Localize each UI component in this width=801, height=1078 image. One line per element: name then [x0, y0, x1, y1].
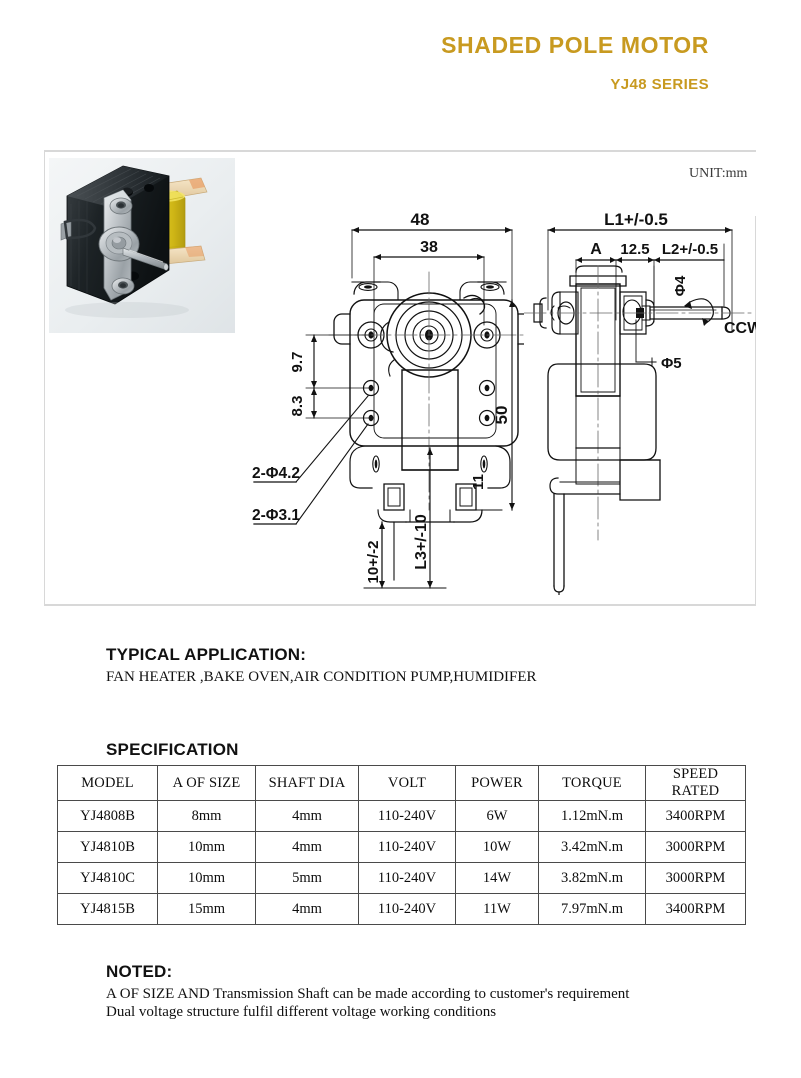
cell-model: YJ4810B [57, 831, 158, 863]
dim-coil-depth: 10+/-2 [365, 541, 382, 584]
table-row: YJ4810C 10mm 5mm 110-240V 14W 3.82mN.m 3… [57, 862, 746, 894]
table-row: YJ4808B 8mm 4mm 110-240V 6W 1.12mN.m 340… [57, 800, 746, 832]
cell-volt: 110-240V [358, 862, 456, 894]
dim-lead-length: L3+/-10 [413, 514, 430, 570]
dim-mid: 12.5 [620, 241, 649, 258]
column-header-torque: TORQUE [538, 765, 646, 801]
noted-line-1: A OF SIZE AND Transmission Shaft can be … [106, 986, 630, 1002]
technical-drawing-panel: UNIT:mm [44, 150, 756, 606]
typical-application-heading: TYPICAL APPLICATION: [106, 645, 307, 664]
page-header: SHADED POLE MOTOR YJ48 SERIES [0, 0, 801, 120]
cell-torque: 3.42mN.m [538, 831, 646, 863]
product-photo [49, 158, 235, 333]
column-header-model: MODEL [57, 765, 158, 801]
cell-volt: 110-240V [358, 831, 456, 863]
cell-a-of-size: 10mm [157, 831, 256, 863]
column-header-shaft-dia: SHAFT DIA [255, 765, 359, 801]
specification-heading: SPECIFICATION [106, 740, 239, 759]
table-header-row: MODEL A OF SIZE SHAFT DIA VOLT POWER TOR… [57, 765, 746, 801]
noted-line-2: Dual voltage structure fulfil different … [106, 1004, 497, 1020]
panel-divider-left [44, 152, 45, 604]
cell-speed-rated: 3400RPM [645, 893, 746, 925]
cell-shaft-dia: 4mm [255, 800, 359, 832]
dim-rotation-ccw: CCW [724, 320, 756, 337]
cell-speed-rated: 3000RPM [645, 831, 746, 863]
cell-shaft-dia: 5mm [255, 862, 359, 894]
unit-label: UNIT:mm [689, 166, 748, 181]
cell-model: YJ4810C [57, 862, 158, 894]
cell-shaft-dia: 4mm [255, 831, 359, 863]
cell-model: YJ4815B [57, 893, 158, 925]
cell-speed-rated: 3400RPM [645, 800, 746, 832]
panel-divider-bottom [44, 604, 756, 606]
cell-shaft-dia: 4mm [255, 893, 359, 925]
side-view-drawing: L1+/-0.5 A 12.5 L2+/-0.5 Φ4 Φ5 CCW [524, 210, 756, 595]
dim-hole-small: 2-Φ3.1 [252, 507, 300, 524]
dim-overall-width: 48 [411, 210, 430, 229]
cell-torque: 7.97mN.m [538, 893, 646, 925]
column-header-power: POWER [455, 765, 539, 801]
table-row: YJ4810B 10mm 4mm 110-240V 10W 3.42mN.m 3… [57, 831, 746, 863]
typical-application-text: FAN HEATER ,BAKE OVEN,AIR CONDITION PUMP… [106, 669, 537, 685]
dim-hole-spacing-lower: 8.3 [289, 396, 306, 417]
cell-a-of-size: 10mm [157, 862, 256, 894]
dim-shaft-dia-4: Φ4 [672, 275, 689, 296]
series-subtitle: YJ48 SERIES [610, 76, 709, 93]
page-title: SHADED POLE MOTOR [441, 32, 709, 58]
table-row: YJ4815B 15mm 4mm 110-240V 11W 7.97mN.m 3… [57, 893, 746, 925]
cell-torque: 3.82mN.m [538, 862, 646, 894]
panel-divider-top [44, 150, 756, 152]
cell-torque: 1.12mN.m [538, 800, 646, 832]
front-view-drawing: 48 38 50 11 9.7 8.3 2-Φ4.2 2-Φ3.1 10+/-2… [252, 210, 524, 589]
noted-heading: NOTED: [106, 962, 173, 981]
panel-divider-right [755, 216, 756, 604]
column-header-volt: VOLT [358, 765, 456, 801]
cell-power: 6W [455, 800, 539, 832]
dim-hole-spacing-upper: 9.7 [289, 352, 306, 373]
cell-model: YJ4808B [57, 800, 158, 832]
dim-bottom-offset: 11 [470, 474, 487, 490]
dim-overall-height: 50 [492, 406, 511, 425]
cell-volt: 110-240V [358, 800, 456, 832]
cell-power: 11W [455, 893, 539, 925]
cell-speed-rated: 3000RPM [645, 862, 746, 894]
column-header-a-of-size: A OF SIZE [157, 765, 256, 801]
dim-hole-large: 2-Φ4.2 [252, 465, 300, 482]
dim-shaft-length: L2+/-0.5 [662, 241, 718, 258]
cell-power: 10W [455, 831, 539, 863]
cell-volt: 110-240V [358, 893, 456, 925]
dim-a: A [590, 241, 602, 258]
cell-power: 14W [455, 862, 539, 894]
cell-a-of-size: 15mm [157, 893, 256, 925]
dim-mounting-width: 38 [420, 239, 438, 256]
cell-a-of-size: 8mm [157, 800, 256, 832]
dim-shaft-dia-5: Φ5 [661, 355, 682, 372]
column-header-speed-rated: SPEED RATED [645, 765, 746, 801]
specification-table: MODEL A OF SIZE SHAFT DIA VOLT POWER TOR… [57, 765, 746, 925]
dim-total-length: L1+/-0.5 [604, 210, 668, 229]
